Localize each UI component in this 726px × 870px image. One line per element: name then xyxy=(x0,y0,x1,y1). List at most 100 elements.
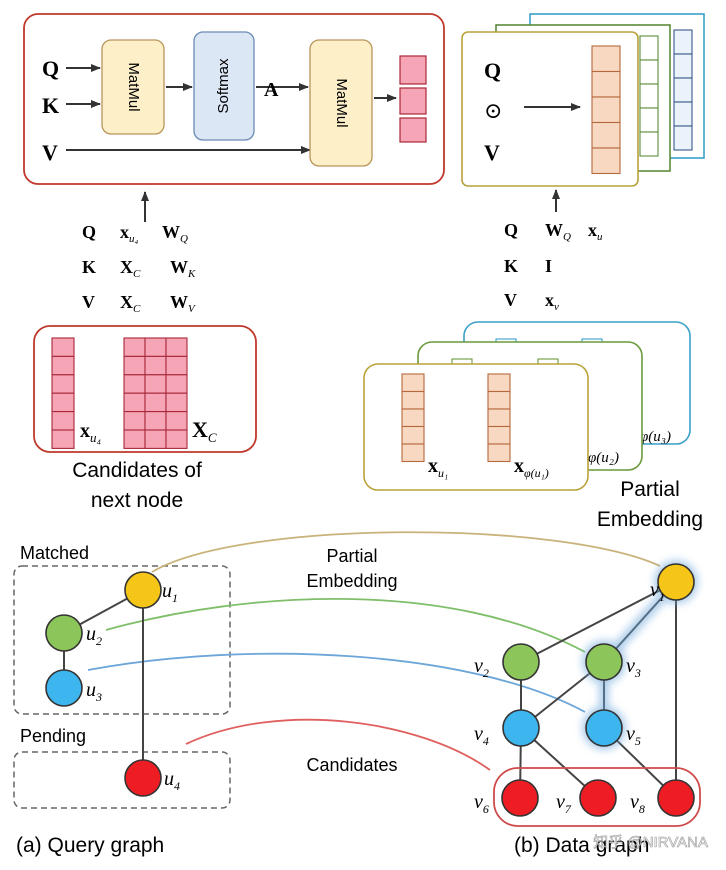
xu1-cell xyxy=(401,373,425,393)
node-v4 xyxy=(502,709,540,747)
link-partial-line2: Embedding xyxy=(306,571,397,591)
xphi-label: xφ(u₁) xyxy=(514,455,549,480)
attn-input-k: K xyxy=(42,93,59,118)
watermark: 知乎 @NIRVANA xyxy=(593,834,708,851)
partial-output-cell xyxy=(591,45,621,73)
xu1-label: xu₁ xyxy=(428,455,448,480)
candidate-matrix-cell xyxy=(165,411,188,431)
proj-left-k-w: WK xyxy=(170,257,196,280)
pending-label: Pending xyxy=(20,726,86,746)
proj-left-q-w: WQ xyxy=(162,222,188,245)
link-u1-v1 xyxy=(151,531,661,573)
node-label-v7: v7 xyxy=(556,791,572,816)
query-graph-caption: (a) Query graph xyxy=(16,834,164,857)
softmax-label: Softmax xyxy=(215,58,232,114)
candidate-matrix-cell xyxy=(165,355,188,376)
xu1-cell xyxy=(401,390,425,410)
partial-attention-stack: Q ⊙ V xyxy=(461,13,705,187)
node-label-v6: v6 xyxy=(474,791,489,816)
proj-left-v-x: XC xyxy=(120,292,141,315)
candidate-query-cell xyxy=(51,392,75,413)
candidates-caption-line1: Candidates of xyxy=(72,459,202,482)
candidate-matrix-cell xyxy=(123,392,146,413)
stack-back2-cell xyxy=(639,83,659,109)
xu1-cell xyxy=(401,408,425,428)
node-label-v3: v3 xyxy=(626,655,641,680)
a-label: A xyxy=(264,79,279,101)
xphi-cell xyxy=(487,443,511,463)
partial-output-cell xyxy=(591,121,621,149)
stack-back2-cell xyxy=(639,131,659,157)
node-label-u4: u4 xyxy=(164,768,180,793)
matmul2-box xyxy=(309,39,373,167)
node-v1 xyxy=(657,563,695,601)
proj-right-q-role: Q xyxy=(504,220,518,240)
candidate-matrix-cell xyxy=(123,337,146,357)
xphi-cell xyxy=(487,390,511,410)
candidate-query-cell xyxy=(51,429,75,449)
candidate-matrix-cell xyxy=(123,374,146,394)
partial-q: Q xyxy=(484,58,501,83)
link-partial-line1: Partial xyxy=(326,546,377,566)
node-v3 xyxy=(585,643,623,681)
phi1-card xyxy=(363,363,589,491)
proj-right-q-w: WQ xyxy=(545,220,571,243)
node-label-v2: v2 xyxy=(474,655,489,680)
node-v5 xyxy=(585,709,623,747)
candidate-matrix-cell xyxy=(123,411,146,431)
matched-label: Matched xyxy=(20,543,89,563)
xphi-cell xyxy=(487,425,511,445)
proj-right-v-role: V xyxy=(504,290,517,310)
candidate-matrix-cell xyxy=(165,337,188,357)
candidate-query-cell xyxy=(51,411,75,431)
candidate-matrix-cell xyxy=(123,355,146,376)
partial-output-cell xyxy=(591,70,621,98)
candidate-matrix-cell xyxy=(144,411,167,431)
stack-back2-cell xyxy=(639,107,659,133)
link-u3-v5 xyxy=(87,652,586,713)
candidate-x-label: xu₄ xyxy=(80,420,102,445)
xu1-cell xyxy=(401,425,425,445)
candidate-matrix xyxy=(123,337,188,449)
candidates-highlight xyxy=(493,767,701,827)
right-projections: Q WQ xu K I V xv xyxy=(504,220,603,313)
proj-left-v-role: V xyxy=(82,292,95,312)
attention-output-vector xyxy=(399,55,427,143)
candidate-matrix-cell xyxy=(144,337,167,357)
node-label-v1: v1 xyxy=(650,579,665,604)
partial-output-cell xyxy=(591,96,621,124)
proj-left-q-x: xu₄ xyxy=(120,222,139,245)
candidate-query-cell xyxy=(51,374,75,394)
node-v6 xyxy=(501,779,539,817)
partial-output-cell xyxy=(591,147,621,175)
proj-left-k-role: K xyxy=(82,257,96,277)
candidate-matrix-cell xyxy=(165,374,188,394)
node-label-v5: v5 xyxy=(626,723,641,748)
node-u4 xyxy=(124,759,162,797)
proj-left-v-w: WV xyxy=(170,292,196,315)
candidate-matrix-cell xyxy=(165,392,188,413)
data-graph-caption: (b) Data graph xyxy=(514,834,649,857)
stack-back3-cell xyxy=(673,53,693,79)
candidate-matrix-cell xyxy=(144,429,167,449)
candidate-matrix-cell xyxy=(165,429,188,449)
stack-back3-cell xyxy=(673,125,693,151)
stack-back2-cell xyxy=(639,59,659,85)
matmul1-box xyxy=(101,39,165,135)
partial-caption-line2: Embedding xyxy=(597,508,703,531)
xphi-vector xyxy=(487,373,511,463)
stack-back2-cell xyxy=(639,35,659,61)
attn-input-q: Q xyxy=(42,56,59,81)
stack-back3-cell xyxy=(673,77,693,103)
stack-back3-cell xyxy=(673,29,693,55)
partial-v: V xyxy=(484,140,500,165)
phi3-label: φ(u₃) xyxy=(640,429,671,445)
partial-caption-line1: Partial xyxy=(620,478,680,501)
node-label-u2: u2 xyxy=(86,623,102,648)
proj-right-v-x: xv xyxy=(545,290,559,313)
matmul2-label: MatMul xyxy=(333,78,350,127)
attention-block: Q K V MatMul Softmax A MatMul xyxy=(23,13,445,185)
xu1-cell xyxy=(401,443,425,463)
node-v8 xyxy=(657,779,695,817)
